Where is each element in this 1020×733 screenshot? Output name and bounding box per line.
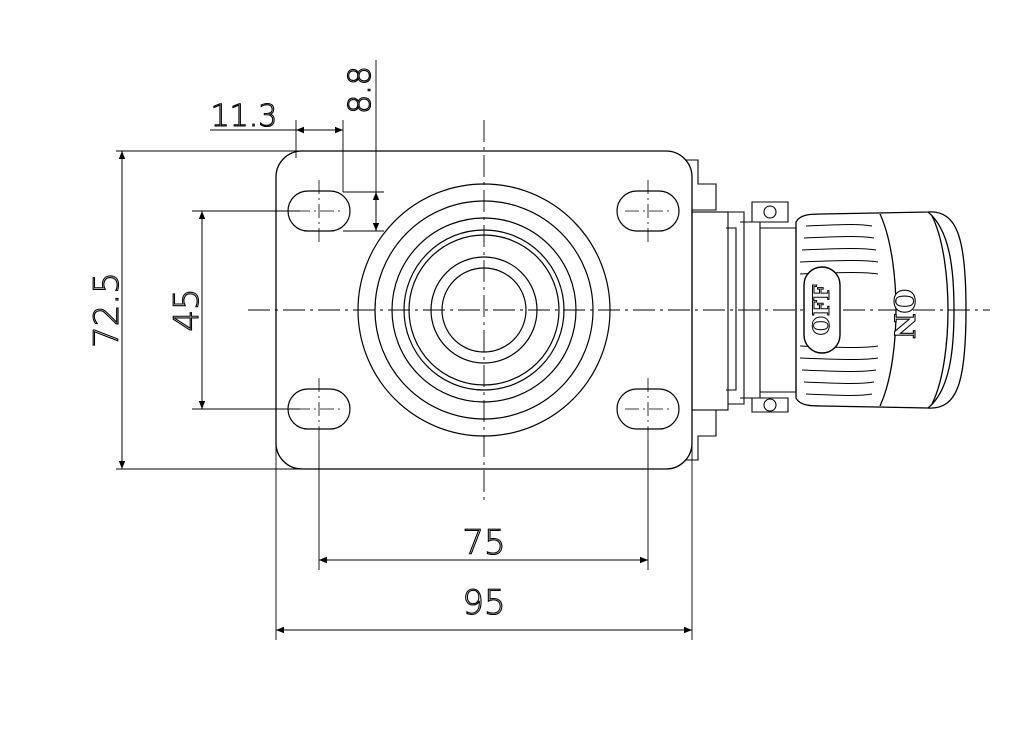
dim-45-label: 45: [167, 288, 207, 331]
pedal-grip-ribs: [799, 224, 879, 396]
brake-off-label: OFF: [809, 284, 835, 335]
hole-centerlines: [296, 180, 671, 440]
mounting-hole-top-left: [287, 190, 351, 232]
dim-11-3-label: 11.3: [211, 99, 278, 134]
mounting-hole-bottom-right: [616, 388, 680, 430]
brake-assembly: [686, 159, 797, 461]
dim-72-5-label: 72.5: [87, 272, 127, 348]
dim-95-label: 95: [462, 583, 505, 623]
mounting-hole-top-right: [616, 190, 680, 232]
mounting-holes: [287, 190, 680, 430]
extension-lines: [116, 60, 693, 640]
brake-on-label: ON: [888, 289, 921, 339]
off-badge: [803, 266, 841, 354]
brake-pedal: [795, 211, 967, 409]
main-centerlines: [248, 120, 990, 500]
dimension-lines: [118, 126, 692, 634]
mounting-hole-bottom-left: [287, 388, 351, 430]
dim-75-label: 75: [462, 523, 505, 563]
dim-8-8-label: 8.8: [343, 66, 378, 114]
